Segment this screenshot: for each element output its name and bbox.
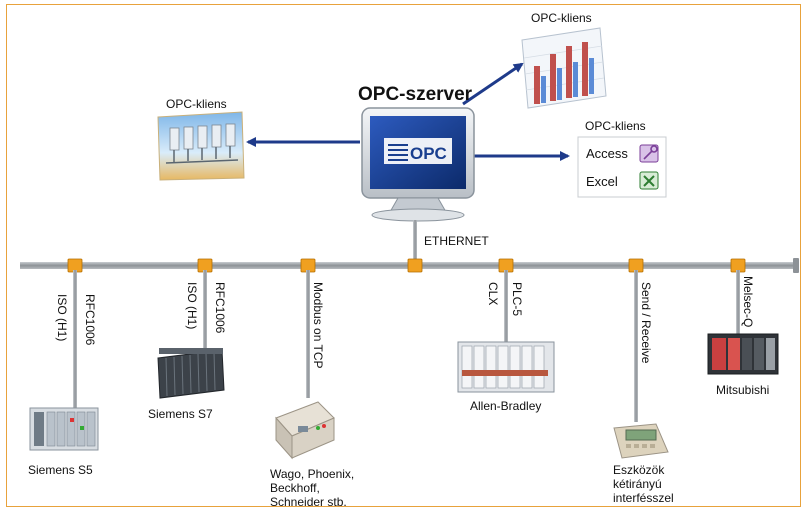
office-apps-panel: Access Excel	[577, 136, 667, 198]
protocol-label: RFC1006	[213, 282, 227, 334]
ethernet-label: ETHERNET	[424, 234, 489, 248]
siemens-s7-plc-icon	[157, 348, 225, 399]
protocol-label: PLC-5	[510, 282, 524, 316]
opc-logo-text: OPC	[410, 144, 447, 163]
drop-line-siemens-s5	[73, 270, 77, 410]
drop-line-send-receive	[634, 270, 638, 422]
access-app-label[interactable]: Access	[586, 146, 628, 161]
drop-line-wago	[306, 270, 310, 398]
allen-bradley-rack-icon	[457, 341, 555, 393]
ethernet-bus	[20, 262, 795, 269]
drop-line-allen-bradley	[504, 270, 508, 342]
drop-line-mitsubishi	[736, 270, 740, 336]
arrow-to-top-client	[462, 62, 524, 106]
protocol-label: ISO (H1)	[55, 294, 69, 341]
siemens-s5-plc-icon	[29, 407, 99, 451]
drop-line-siemens-s7	[203, 270, 207, 352]
scada-screen-icon	[157, 111, 245, 181]
mitsubishi-plc-icon	[707, 333, 779, 375]
wago-coupler-icon	[275, 401, 335, 460]
device-name: Allen-Bradley	[470, 399, 541, 413]
diagram-frame	[6, 4, 801, 507]
ethernet-bus-end	[793, 258, 799, 273]
device-name: Eszközök	[613, 463, 665, 477]
server-drop-line	[413, 220, 417, 264]
excel-sheet-icon	[639, 171, 659, 190]
server-title: OPC-szerver	[358, 84, 473, 105]
protocol-label: CLX	[486, 282, 500, 305]
server-monitor-icon: OPC	[361, 107, 475, 222]
device-name: Wago, Phoenix,	[270, 467, 354, 481]
protocol-label: ISO (H1)	[185, 282, 199, 329]
device-name: Siemens S7	[148, 407, 213, 421]
protocol-label: RFC1006	[83, 294, 97, 346]
protocol-label: Send / Receive	[639, 282, 653, 364]
right-client-label: OPC-kliens	[585, 119, 646, 133]
device-name: Mitsubishi	[716, 383, 769, 397]
device-name: Schneider stb.	[270, 495, 347, 509]
protocol-label: Melsec-Q	[741, 276, 755, 327]
top-client-label: OPC-kliens	[531, 11, 592, 25]
device-name: Beckhoff,	[270, 481, 320, 495]
access-key-icon	[639, 144, 659, 163]
device-name: kétirányú	[613, 477, 662, 491]
device-name: Siemens S5	[28, 463, 93, 477]
bar-chart-icon	[521, 27, 607, 109]
excel-app-label[interactable]: Excel	[586, 174, 618, 189]
protocol-label: Modbus on TCP	[311, 282, 325, 369]
operator-terminal-icon	[613, 423, 669, 459]
left-client-label: OPC-kliens	[166, 97, 227, 111]
device-name: interfésszel	[613, 491, 674, 505]
